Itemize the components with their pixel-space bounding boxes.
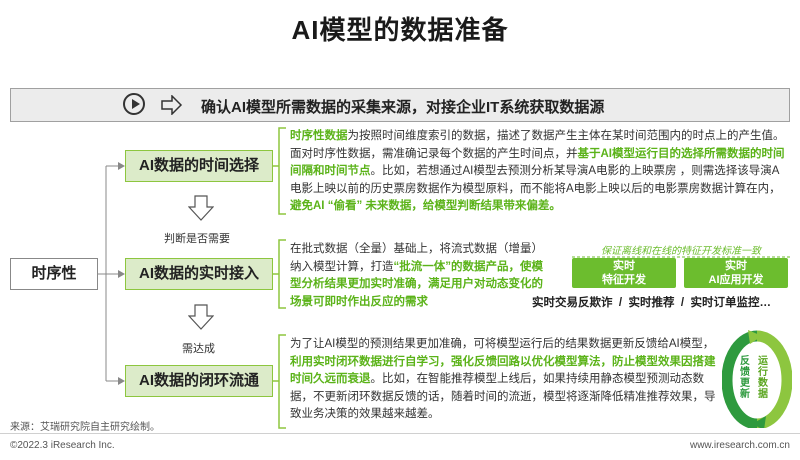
root-node: 时序性 <box>10 258 98 290</box>
highlight-text: 避免AI “偷看” 未来数据，给模型判断结果带来偏差。 <box>290 200 561 213</box>
body-text: 为按照时间维度索引的数据，描述了数据产生主体在某时间范围内的时点上的产生值。面对… <box>290 130 785 160</box>
banner: 确认AI模型所需数据的采集来源，对接企业IT系统获取数据源 <box>10 88 790 122</box>
desc-closed-loop: 为了让AI模型的预测结果更加准确，可将模型运行后的结果数据更新反馈给AI模型， 利… <box>290 336 716 424</box>
node-realtime-access: AI数据的实时接入 <box>125 258 273 290</box>
arrow-right-icon <box>161 95 183 115</box>
feedback-cycle-icon <box>722 330 792 428</box>
cycle-left-label: 反馈更新 <box>740 356 750 400</box>
footer-divider <box>0 433 800 434</box>
desc-realtime-access: 在批式数据（全量）基础上，将流式数据（增量）纳入模型计算，打造“批流一体”的数据… <box>290 241 546 311</box>
footer-copyright: ©2022.3 iResearch Inc. <box>10 440 115 451</box>
down-arrow-icon <box>188 304 214 330</box>
banner-text: 确认AI模型所需数据的采集来源，对接企业IT系统获取数据源 <box>201 99 605 116</box>
body-text: 。比如，在智能推荐模型上线后，如果持续用静态模型预测动态数据，不更新闭环数据反馈… <box>290 373 716 421</box>
highlight-text: “批流一体”的数据产品，使模型分析结果更加实时准确，满足用户对动态变化的场景可即… <box>290 260 543 308</box>
node-closed-loop: AI数据的闭环流通 <box>125 365 273 397</box>
realtime-caption: 保证离线和在线的特征开发标准一致 <box>601 246 761 257</box>
body-text: 。比如，若想通过AI模型去预测分析某导演A电影的上映票房 ，则需选择该导演A电影… <box>290 165 781 195</box>
node-time-selection: AI数据的时间选择 <box>125 150 273 182</box>
between-label-1: 判断是否需要 <box>164 233 230 245</box>
highlight-text: 时序性数据 <box>290 130 348 142</box>
realtime-use-cases: 实时交易反欺诈 / 实时推荐 / 实时订单监控… <box>532 297 771 309</box>
highlight-text: 基于AI模型运行目的选择所需数据的时间间隔和时间节点 <box>290 147 785 178</box>
realtime-feature-dev-button: 实时特征开发 <box>572 258 676 288</box>
page-title: AI模型的数据准备 <box>291 15 509 45</box>
highlight-text: 利用实时闭环数据进行自学习，强化反馈回路以优化模型算法，防止模型效果因搭建时间久… <box>290 355 716 386</box>
desc-time-selection: 时序性数据为按照时间维度索引的数据，描述了数据产生主体在某时间范围内的时点上的产… <box>290 128 786 216</box>
source-note: 来源：艾瑞研究院自主研究绘制。 <box>10 422 160 433</box>
play-icon <box>123 93 145 115</box>
down-arrow-icon <box>188 195 214 221</box>
caption-underline <box>572 256 790 258</box>
footer-url: www.iresearch.com.cn <box>689 440 790 451</box>
body-text: 在批式数据（全量）基础上，将流式数据（增量）纳入模型计算，打造 <box>290 243 543 273</box>
cycle-right-label: 运行数据 <box>758 356 768 400</box>
body-text: 为了让AI模型的预测结果更加准确，可将模型运行后的结果数据更新反馈给AI模型， <box>290 338 715 350</box>
between-label-2: 需达成 <box>182 343 215 355</box>
